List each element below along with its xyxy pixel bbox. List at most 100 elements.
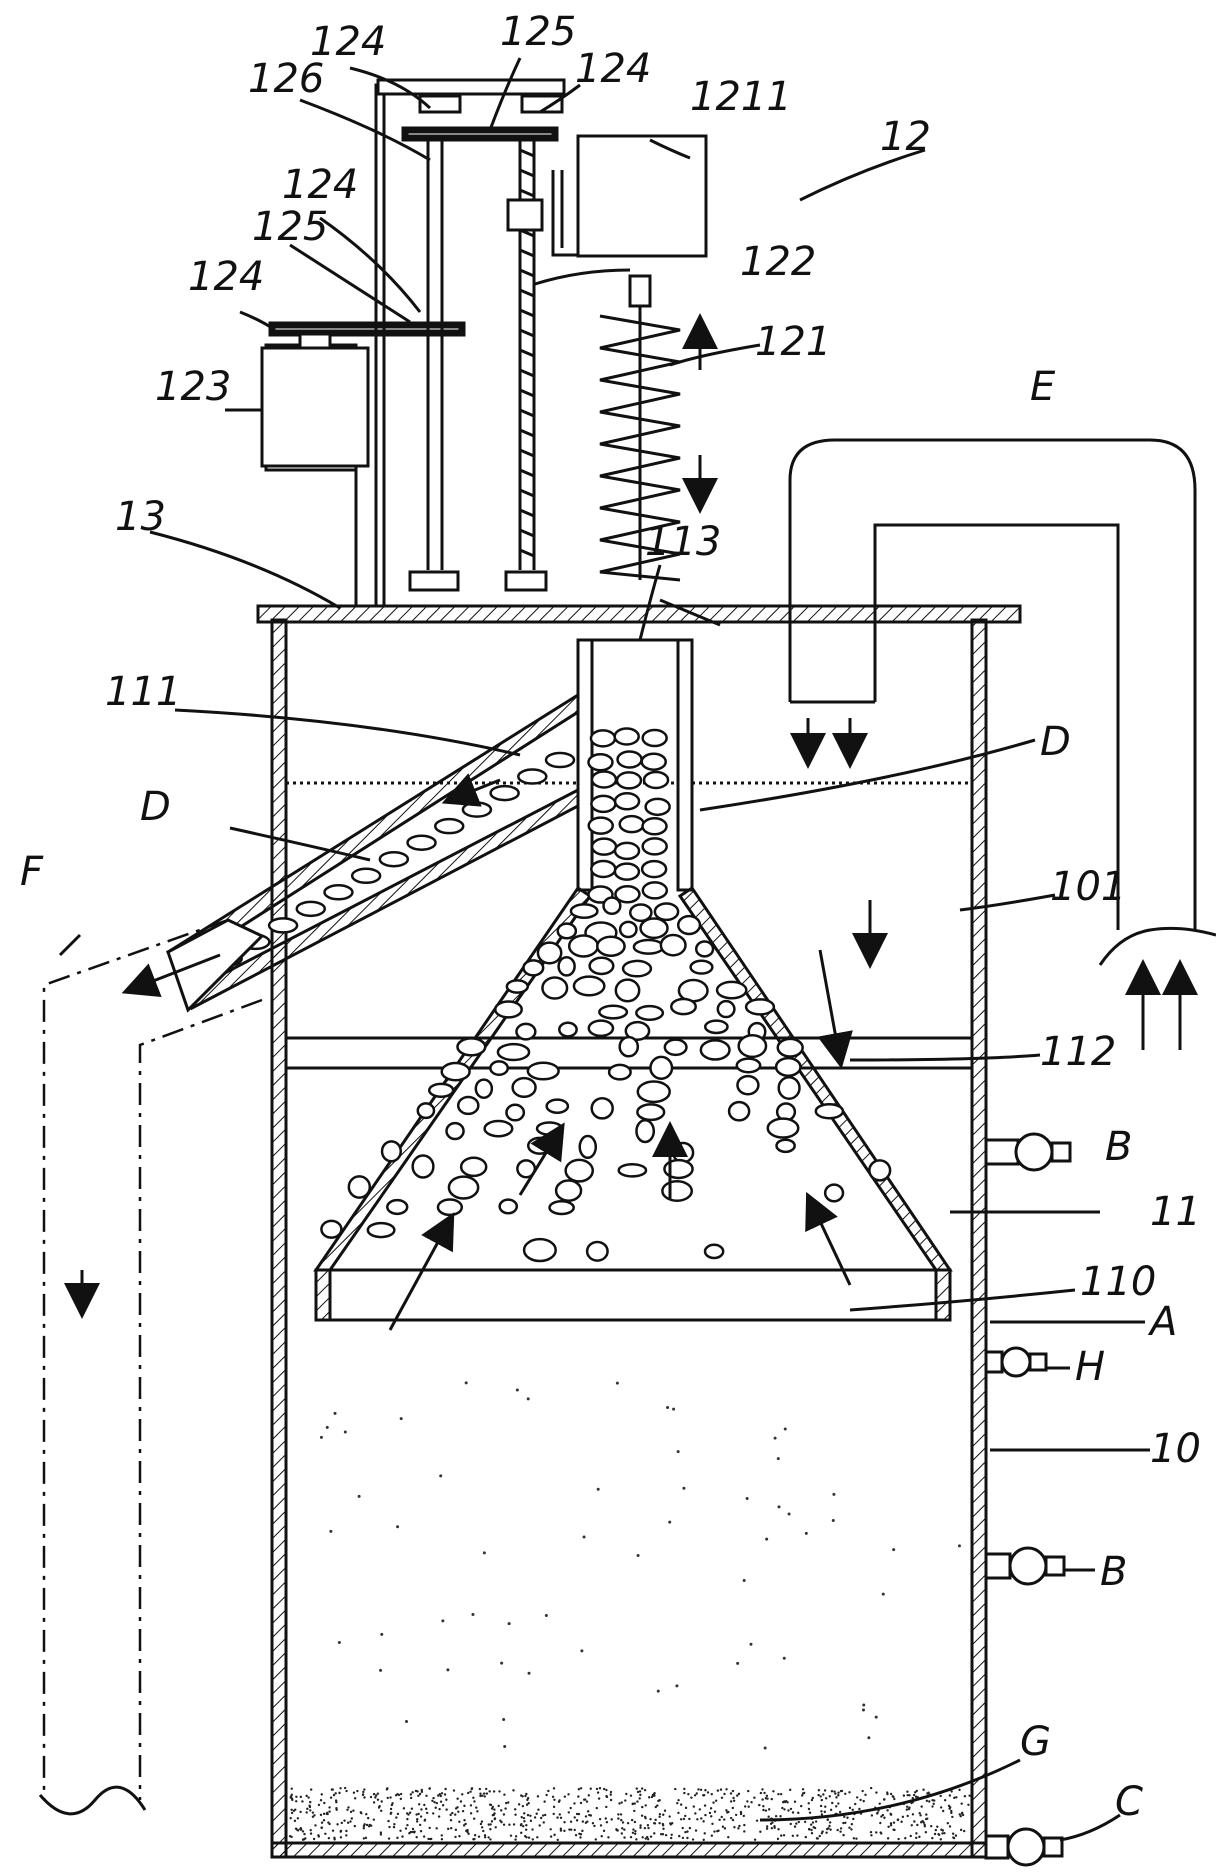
- sediment-grain: [676, 1801, 679, 1805]
- sediment-grain: [823, 1810, 827, 1814]
- sediment-grain: [743, 1830, 746, 1833]
- sediment-grain: [369, 1824, 373, 1827]
- sediment-grain: [559, 1829, 563, 1832]
- sediment-grain: [558, 1813, 561, 1816]
- sediment-grain: [681, 1826, 684, 1830]
- sediment-grain: [304, 1837, 307, 1840]
- sediment-grain: [309, 1828, 312, 1832]
- outlet-pipe-f: [38, 918, 263, 1816]
- sediment-grain: [380, 1800, 383, 1803]
- sediment-grain: [519, 1824, 523, 1827]
- label-101: 101: [1050, 864, 1126, 910]
- sediment-grain: [644, 1837, 647, 1840]
- sediment-grain: [817, 1789, 821, 1792]
- sediment-grain: [607, 1836, 610, 1839]
- sediment-grain: [423, 1818, 427, 1822]
- sediment-grain: [295, 1800, 298, 1803]
- sediment-grain: [643, 1788, 647, 1792]
- pebble: [632, 938, 665, 955]
- sediment-grain: [636, 1800, 639, 1803]
- water-dot: [399, 1417, 403, 1421]
- pebble: [694, 940, 715, 958]
- sediment-grain: [389, 1807, 393, 1811]
- sediment-grain: [475, 1806, 478, 1809]
- sediment-grain: [793, 1825, 797, 1828]
- water-dot: [736, 1661, 740, 1665]
- sediment-grain: [483, 1795, 486, 1798]
- sediment-grain: [363, 1788, 366, 1791]
- sediment-grain: [646, 1835, 649, 1839]
- label-113: 113: [645, 519, 721, 565]
- label-b-upper: B: [1105, 1124, 1132, 1170]
- water-dot: [515, 1388, 519, 1392]
- sediment-grain: [362, 1790, 365, 1794]
- sediment-grain: [577, 1812, 581, 1816]
- sediment-grain: [658, 1821, 661, 1825]
- sediment-grain: [710, 1815, 713, 1818]
- label-a: A: [1147, 1299, 1177, 1345]
- pebble: [744, 998, 776, 1016]
- pebble: [505, 979, 529, 994]
- pebble: [616, 750, 643, 769]
- pebble: [505, 1103, 526, 1122]
- sediment-grain: [932, 1802, 935, 1806]
- sediment-grain: [743, 1805, 747, 1808]
- pebble: [636, 1103, 666, 1122]
- sediment-grain: [810, 1828, 813, 1832]
- sediment-grain: [696, 1818, 699, 1821]
- sediment-grain: [889, 1812, 892, 1816]
- sediment-grain: [647, 1796, 651, 1799]
- sediment-grain: [922, 1821, 925, 1824]
- sediment-grain: [409, 1793, 413, 1796]
- pebble: [602, 896, 622, 916]
- sediment-grain: [833, 1790, 836, 1793]
- sediment-grain: [396, 1836, 399, 1840]
- sediment-grain: [367, 1825, 371, 1828]
- sediment-grain: [721, 1825, 725, 1828]
- sediment-grain: [669, 1822, 672, 1825]
- sediment-grain: [723, 1818, 726, 1821]
- sediment-grain: [850, 1823, 854, 1826]
- sediment-grain: [781, 1806, 784, 1810]
- sediment-grain: [684, 1830, 687, 1834]
- sediment-grain: [958, 1788, 961, 1792]
- sediment-grain: [720, 1815, 723, 1819]
- sediment-grain: [779, 1792, 783, 1796]
- pebble: [641, 837, 668, 856]
- sediment-grain: [520, 1815, 523, 1819]
- sediment-grain: [720, 1796, 724, 1799]
- pebble: [814, 1102, 845, 1120]
- water-dot: [636, 1554, 640, 1558]
- sediment-grain: [623, 1828, 626, 1831]
- label-124-lower: 124: [188, 254, 264, 300]
- pebble: [587, 816, 614, 835]
- sediment-grain: [393, 1823, 396, 1826]
- sediment-grain: [392, 1825, 396, 1829]
- sediment-grain: [766, 1797, 769, 1800]
- sediment-grain: [467, 1791, 470, 1795]
- pebble: [640, 752, 667, 771]
- sediment-grain: [723, 1827, 727, 1830]
- sediment-grain: [729, 1800, 733, 1803]
- sediment-grain: [906, 1805, 909, 1808]
- sediment-grain: [334, 1799, 338, 1802]
- sediment-grain: [746, 1800, 749, 1803]
- label-125-mid: 125: [252, 204, 328, 250]
- sediment-grain: [963, 1795, 967, 1798]
- water-dot: [831, 1519, 835, 1523]
- sediment-grain: [586, 1820, 589, 1823]
- sediment-grain: [662, 1813, 665, 1816]
- sediment-grain: [591, 1822, 595, 1825]
- water-dot: [874, 1715, 878, 1719]
- sediment-grain: [609, 1798, 613, 1802]
- sediment-grain: [320, 1793, 323, 1796]
- sediment-grain: [939, 1806, 943, 1809]
- sediment-grain: [502, 1823, 506, 1826]
- sediment-grain: [732, 1796, 735, 1800]
- sediment-grain: [374, 1796, 377, 1799]
- sediment-grain: [374, 1794, 378, 1797]
- sediment-grain: [483, 1835, 487, 1839]
- sediment-grain: [674, 1787, 677, 1791]
- sediment-grain: [537, 1808, 540, 1811]
- label-124-mid: 124: [282, 162, 358, 208]
